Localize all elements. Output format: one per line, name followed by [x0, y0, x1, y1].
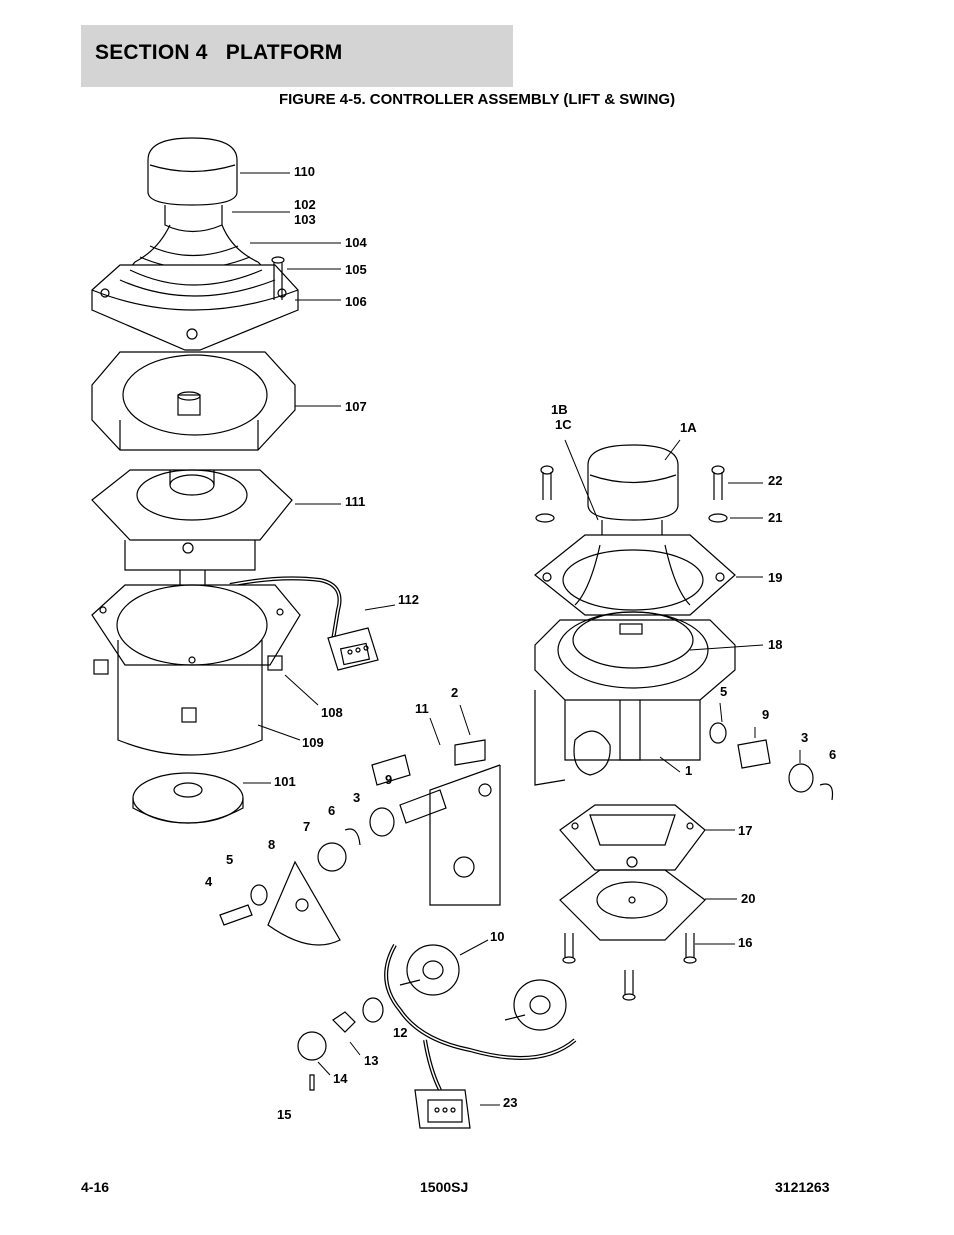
bracket-2	[429, 739, 501, 906]
section-title: SECTION 4 PLATFORM	[95, 41, 343, 64]
callout-11: 11	[415, 701, 429, 716]
callout-22: 22	[768, 473, 783, 488]
leader-lines	[232, 172, 801, 1106]
callout-16: 16	[738, 935, 753, 950]
screws-22	[535, 465, 728, 523]
knob-110	[147, 137, 238, 233]
callout-5-right: 5	[720, 684, 728, 699]
callout-7: 7	[303, 819, 311, 834]
callout-6-left: 6	[328, 803, 336, 818]
callout-4: 4	[205, 874, 213, 889]
callout-9-left: 9	[385, 772, 393, 787]
callout-10: 10	[490, 929, 505, 944]
callout-106: 106	[345, 294, 367, 309]
switch-assembly-111	[91, 469, 293, 603]
knob-1A	[587, 444, 679, 547]
model-name: 1500SJ	[420, 1179, 469, 1195]
callout-6-right: 6	[829, 747, 837, 762]
callout-102: 102	[294, 197, 316, 212]
callout-103: 103	[294, 212, 316, 227]
gasket-20	[559, 869, 706, 941]
figure-title: FIGURE 4-5. CONTROLLER ASSEMBLY (LIFT & …	[278, 91, 676, 108]
callout-13: 13	[364, 1053, 379, 1068]
callout-104: 104	[345, 235, 367, 250]
page-number: 4-16	[81, 1179, 110, 1195]
callout-1C: 1C	[555, 417, 572, 432]
callout-2: 2	[451, 685, 459, 700]
callout-5-left: 5	[226, 852, 234, 867]
callout-19: 19	[768, 570, 783, 585]
callout-108: 108	[321, 705, 343, 720]
callout-1B: 1B	[551, 402, 568, 417]
callout-8: 8	[268, 837, 276, 852]
callout-15: 15	[277, 1107, 292, 1122]
housing-109	[91, 584, 301, 756]
callout-101: 101	[274, 774, 296, 789]
connector-23	[414, 1089, 471, 1129]
screws-16	[562, 933, 697, 1001]
potentiometers-10	[399, 944, 567, 1031]
screw-105	[271, 256, 285, 300]
callout-107: 107	[345, 399, 367, 414]
callout-9-right: 9	[762, 707, 770, 722]
callout-12: 12	[393, 1025, 408, 1040]
frame-107	[91, 351, 296, 451]
bracket-1	[534, 690, 701, 786]
callout-3-right: 3	[801, 730, 809, 745]
callout-111: 111	[345, 494, 366, 509]
callout-112: 112	[398, 592, 419, 607]
callout-1A: 1A	[680, 420, 697, 435]
connector-112	[327, 627, 379, 671]
callout-18: 18	[768, 637, 783, 652]
base-plate-106	[91, 264, 299, 351]
callout-20: 20	[741, 891, 756, 906]
boot-18	[534, 611, 736, 701]
callout-109: 109	[302, 735, 324, 750]
callout-21: 21	[768, 510, 783, 525]
plate-19	[534, 534, 736, 616]
callout-23: 23	[503, 1095, 518, 1110]
gear-segment-8	[267, 860, 341, 946]
callout-110: 110	[294, 164, 315, 179]
document-number: 3121263	[775, 1179, 830, 1195]
callout-105: 105	[345, 262, 367, 277]
callout-1: 1	[685, 763, 693, 778]
callout-3-left: 3	[353, 790, 361, 805]
flange-17	[559, 804, 706, 871]
callout-14: 14	[333, 1071, 348, 1086]
exploded-assembly-drawing	[91, 137, 834, 1129]
cover-101	[132, 772, 244, 824]
callout-17: 17	[738, 823, 753, 838]
section-header-band: SECTION 4 PLATFORM	[81, 25, 513, 87]
